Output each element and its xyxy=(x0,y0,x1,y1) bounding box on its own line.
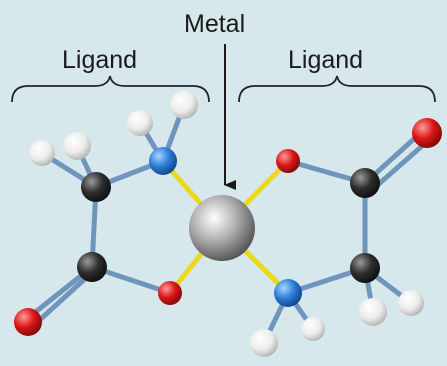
carbon-atom xyxy=(81,172,111,202)
oxygen-atom xyxy=(14,308,42,336)
ligand-left-brace xyxy=(11,75,210,103)
nitrogen-atom xyxy=(149,147,177,175)
hydrogen-atom xyxy=(301,317,325,341)
bond-c2-o2-b xyxy=(30,273,91,329)
ligand-right-label: Ligand xyxy=(288,46,363,74)
oxygen-atom xyxy=(276,149,300,173)
hydrogen-atom xyxy=(250,329,278,357)
hydrogen-atom xyxy=(359,298,387,326)
oxygen-atom xyxy=(412,118,442,148)
hydrogen-atom xyxy=(127,110,153,136)
carbon-atom xyxy=(350,168,380,198)
bond-c3-o4-b xyxy=(369,136,433,193)
carbon-atom xyxy=(77,252,107,282)
hydrogen-atom xyxy=(63,132,91,160)
hydrogen-atom xyxy=(29,140,55,166)
metal-atom xyxy=(189,195,255,261)
nitrogen-atom xyxy=(274,279,302,307)
ligand-right-brace xyxy=(238,75,436,103)
metal-label: Metal xyxy=(184,10,245,38)
hydrogen-atom xyxy=(398,290,424,316)
hydrogen-atom xyxy=(170,91,198,119)
ligand-left-label: Ligand xyxy=(62,46,137,74)
carbon-atom xyxy=(350,253,380,283)
oxygen-atom xyxy=(158,281,182,305)
